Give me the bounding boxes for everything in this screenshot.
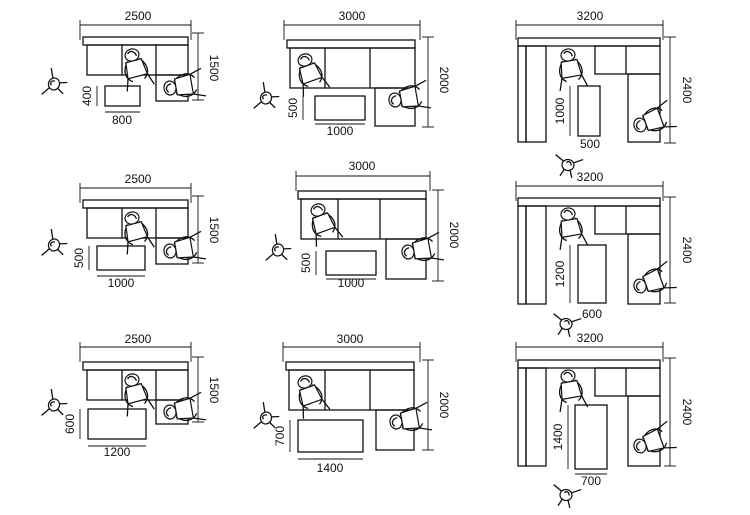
table-depth-label: 600	[63, 414, 77, 434]
depth-label: 2400	[680, 237, 694, 264]
table-width-label: 800	[112, 113, 132, 127]
table-depth-label: 500	[72, 248, 86, 268]
seated-person-icon	[302, 198, 344, 248]
table-width-label: 700	[581, 474, 601, 488]
layout-r1c3: 3200 2400 1000 500	[515, 9, 694, 180]
layout-r3c3: 3200 2400 1400 700	[515, 331, 694, 510]
table-depth-label: 500	[286, 98, 300, 118]
table-width-label: 1000	[108, 276, 135, 290]
width-label: 3000	[339, 9, 366, 23]
depth-label: 1500	[207, 55, 221, 82]
seated-person-icon	[161, 67, 207, 104]
seated-person-icon	[161, 230, 207, 267]
depth-label: 2000	[437, 392, 451, 419]
seated-person-icon	[289, 370, 331, 420]
layout-r2c1: 2500 1500 500 1000	[41, 172, 221, 290]
width-label: 2500	[125, 172, 152, 186]
table-width-label: 1400	[317, 461, 344, 475]
layout-r3c1: 2500 1500 600 1200	[41, 332, 221, 459]
standing-person-icon	[253, 81, 283, 116]
seated-person-icon	[289, 48, 331, 98]
table-width-label: 1000	[327, 124, 354, 138]
depth-label: 2400	[680, 399, 694, 426]
layout-r1c2: 3000 2000 500 1000	[253, 9, 451, 138]
width-label: 2500	[125, 332, 152, 346]
layout-r2c3: 3200 2400 1200 600	[515, 170, 694, 339]
standing-person-icon	[265, 233, 295, 268]
table-depth-label: 1200	[553, 260, 567, 287]
layout-r1c1: 2500 1500 400 800	[41, 9, 221, 127]
depth-label: 2000	[437, 67, 451, 94]
seated-person-icon	[399, 231, 445, 268]
seated-person-icon	[387, 401, 433, 438]
width-label: 3000	[349, 159, 376, 173]
table-depth-label: 500	[299, 253, 313, 273]
depth-label: 2000	[447, 222, 461, 249]
table-depth-label: 1400	[551, 423, 565, 450]
standing-person-icon	[41, 228, 71, 263]
seated-person-icon	[552, 205, 589, 251]
depth-label: 1500	[207, 377, 221, 404]
width-label: 3200	[577, 331, 604, 345]
width-label: 2500	[125, 9, 152, 23]
layout-r3c2: 3000 2000 700 1400	[253, 332, 451, 475]
seated-person-icon	[386, 79, 432, 116]
width-label: 3200	[577, 9, 604, 23]
layout-r2c2: 3000 2000 500 1000	[265, 159, 461, 290]
standing-person-icon	[41, 67, 71, 102]
table-width-label: 1000	[338, 276, 365, 290]
width-label: 3200	[577, 170, 604, 184]
seated-person-icon	[552, 46, 589, 92]
depth-label: 1500	[207, 217, 221, 244]
table-width-label: 1200	[104, 445, 131, 459]
table-width-label: 500	[580, 137, 600, 151]
standing-person-icon	[549, 484, 582, 510]
table-depth-label: 700	[273, 426, 287, 446]
table-width-label: 600	[582, 307, 602, 321]
table-depth-label: 400	[80, 86, 94, 106]
width-label: 3000	[337, 332, 364, 346]
table-depth-label: 1000	[553, 97, 567, 124]
depth-label: 2400	[680, 77, 694, 104]
